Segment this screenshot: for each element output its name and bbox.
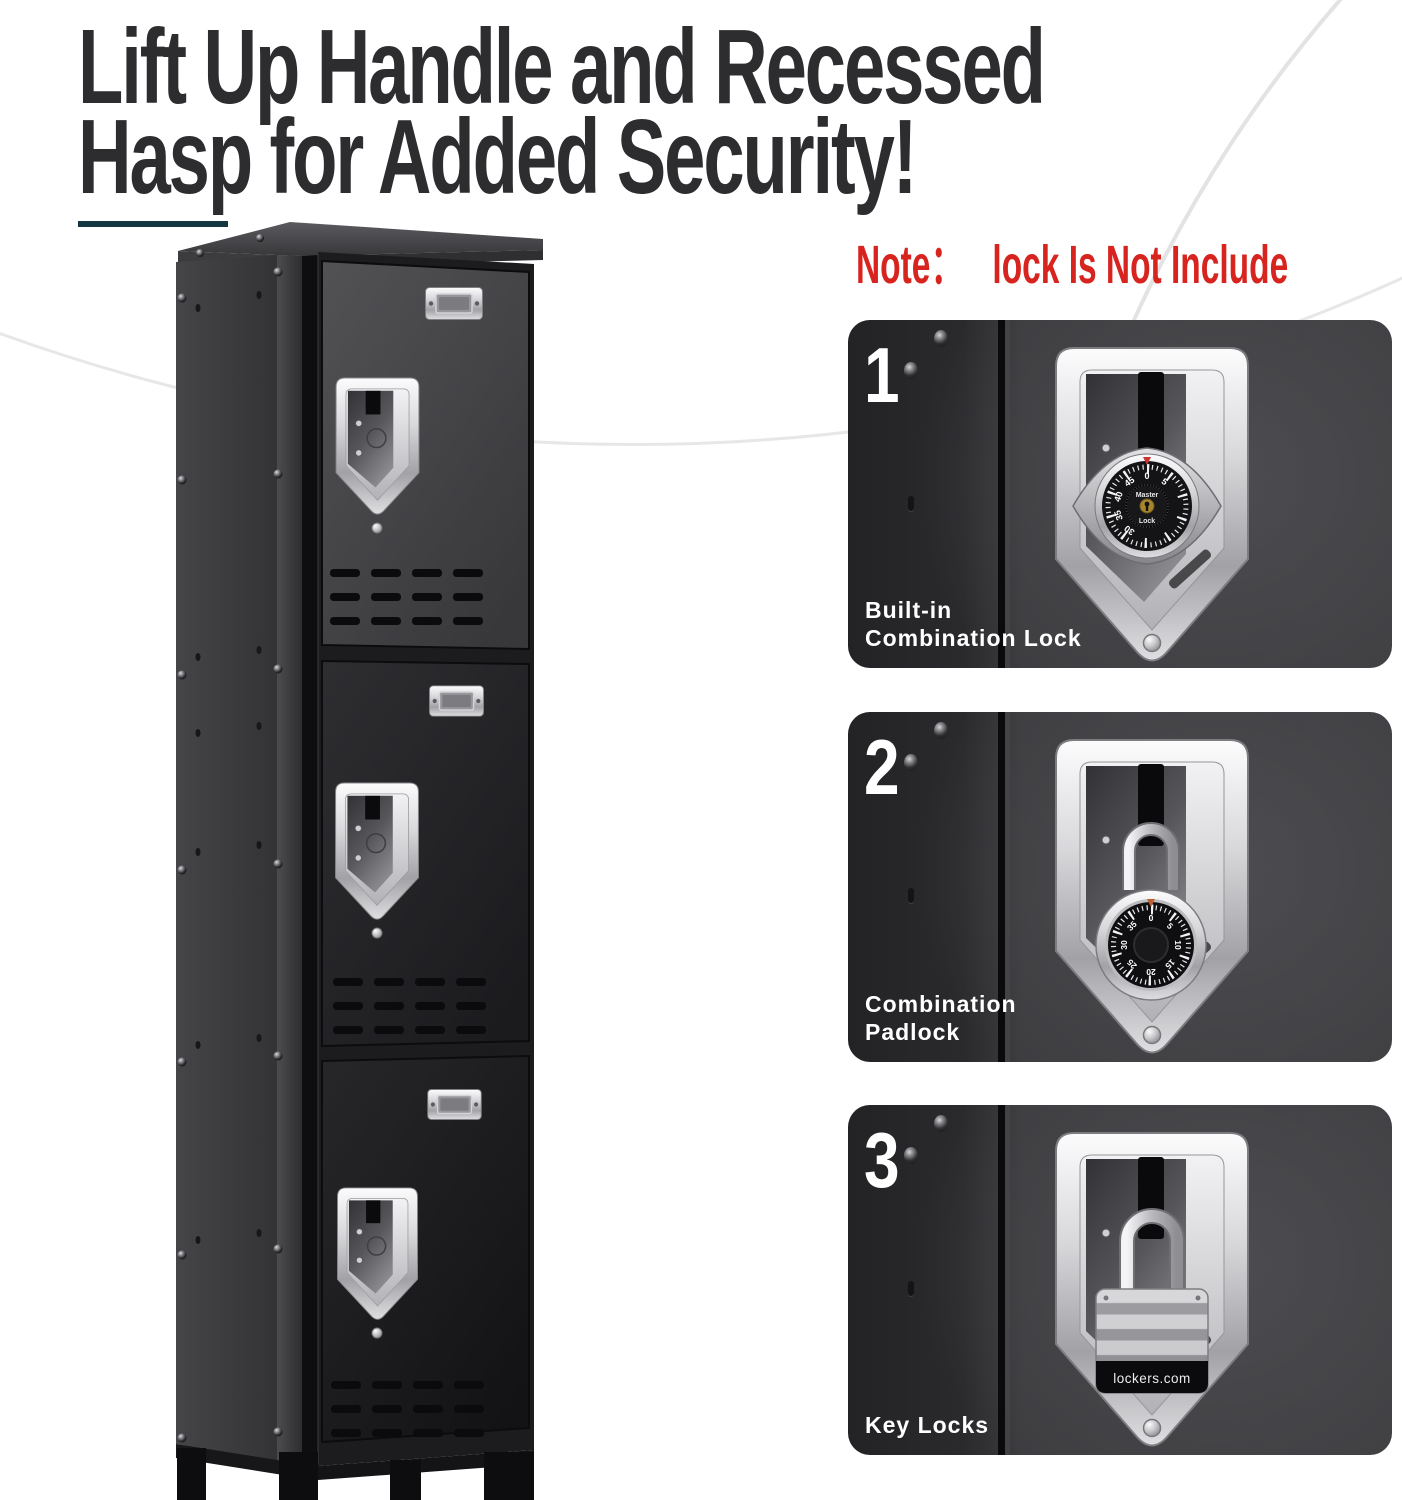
screw-hole-icon <box>908 496 914 511</box>
dial-number: 40 <box>1112 490 1125 503</box>
dial-brand-top: Master <box>1136 492 1159 499</box>
screw-icon <box>371 522 383 534</box>
dial-number: 5 <box>1160 476 1170 487</box>
rivet-icon <box>904 754 918 771</box>
feature-panel-builtin-combination-lock: 1 0 5 45 40 35 30 Master Lock <box>848 320 1392 668</box>
panel-number: 1 <box>864 331 900 419</box>
locker-door-3 <box>321 1054 530 1444</box>
padlock-brand-label: lockers.com <box>1113 1371 1191 1386</box>
note-text: lock Is Not Include <box>992 235 1289 295</box>
background-arc-clip <box>1000 0 1402 335</box>
dial-number: 30 <box>1122 523 1136 537</box>
side-holes <box>195 291 262 1244</box>
dial-brand-bottom: Lock <box>1139 518 1155 525</box>
panel-label: Combination Padlock <box>865 991 1017 1045</box>
rivet-icon <box>934 330 948 347</box>
rivet-icon <box>934 722 948 739</box>
combination-padlock-photo: 0 5 10 15 20 25 30 35 <box>1055 739 1249 1054</box>
panel-label: Built-in Combination Lock <box>865 597 1082 651</box>
locker-legs <box>176 1444 534 1500</box>
headline-line-2: Hasp for Added Security! <box>78 98 917 217</box>
side-rivets <box>177 234 283 1443</box>
door-gap-highlight <box>1005 1105 1010 1455</box>
screw-icon <box>371 1327 383 1339</box>
background-arc-left <box>0 0 1402 446</box>
rivet-icon <box>904 362 918 379</box>
dial-number: 45 <box>1122 475 1136 489</box>
dial-number: 5 <box>1165 921 1176 932</box>
feature-panel-key-locks: 3 lockers.com Key Locks <box>848 1105 1392 1455</box>
screw-hole-icon <box>908 888 914 903</box>
note-label: Note： <box>856 235 964 295</box>
dial-number: 10 <box>1173 940 1183 950</box>
screw-icon <box>371 927 383 939</box>
dial-number: 0 <box>1149 913 1154 923</box>
dial-index-mark-icon <box>1143 457 1151 465</box>
headline-accent-underline <box>78 221 228 227</box>
builtin-combination-lock-photo: 0 5 45 40 35 30 Master Lock <box>1055 347 1249 662</box>
door-gap-line <box>998 1105 1005 1455</box>
rivet-icon <box>904 1147 918 1164</box>
screw-hole-icon <box>908 1281 914 1296</box>
locker-door-2 <box>321 659 530 1048</box>
laminated-padlock-body-icon: lockers.com <box>1095 1288 1209 1394</box>
dial-index-mark-icon <box>1147 899 1155 907</box>
panel-label: Key Locks <box>865 1412 990 1438</box>
panel-number: 3 <box>864 1116 900 1204</box>
name-plate-icon <box>429 685 484 717</box>
dial-number: 20 <box>1146 967 1156 977</box>
locker-door-1 <box>321 259 530 651</box>
locker-front <box>317 252 534 1466</box>
note: Note： lock Is Not Include <box>856 220 1288 299</box>
headline-line-1: Lift Up Handle and Recessed <box>78 8 1046 126</box>
key-padlock-photo: lockers.com <box>1055 1132 1249 1447</box>
headline: Lift Up Handle and Recessed Hasp for Add… <box>78 14 1046 210</box>
rivet-icon <box>934 1115 948 1132</box>
name-plate-icon <box>425 287 483 320</box>
door-gap-line <box>998 712 1005 1062</box>
panel-number: 2 <box>864 723 900 811</box>
dial-number: 35 <box>1112 509 1125 522</box>
locker-side-panel <box>176 255 318 1466</box>
door-gap-highlight <box>1005 320 1010 668</box>
dial-number: 30 <box>1119 940 1129 950</box>
name-plate-icon <box>427 1089 482 1120</box>
door-gap-highlight <box>1005 712 1010 1062</box>
door-gap-line <box>998 320 1005 668</box>
dial-number: 0 <box>1144 471 1149 481</box>
locker-illustration <box>176 222 543 1500</box>
feature-panel-combination-padlock: 2 0 5 10 15 20 25 30 35 <box>848 712 1392 1062</box>
